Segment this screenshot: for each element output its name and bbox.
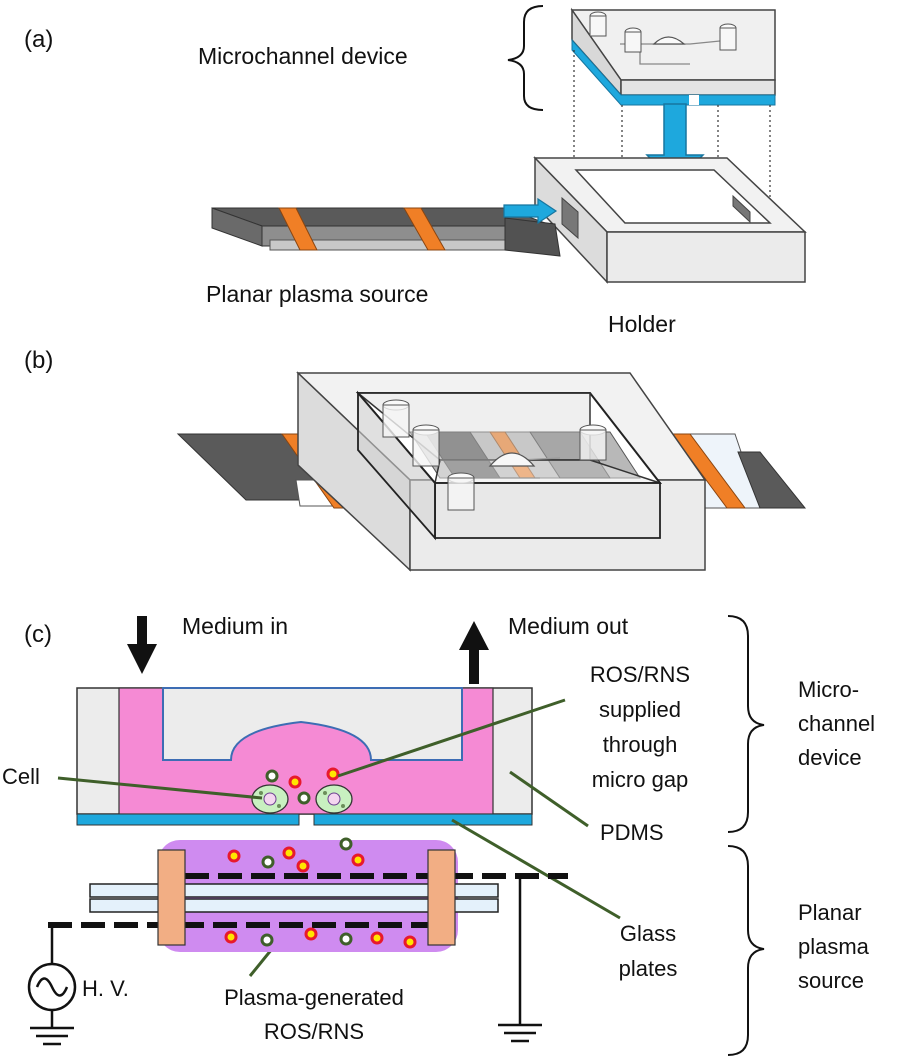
planar-label-line3: source [798, 968, 864, 993]
microchannel-device-label: Microchannel device [198, 43, 408, 69]
hv-source [27, 925, 77, 1046]
plasma-generated-label-line1: Plasma-generated [224, 985, 404, 1010]
ros-rns-particles-channel [265, 767, 340, 805]
plasma-generated-label-line2: ROS/RNS [264, 1019, 364, 1044]
micro-brace [727, 615, 765, 833]
ros-rns-supplied-line4: micro gap [592, 767, 689, 792]
assembled-device-3d [176, 371, 807, 572]
planar-plasma-source-label: Planar plasma source [206, 281, 428, 307]
leader-lines [57, 698, 621, 977]
planar-plasma-source-3d [211, 207, 561, 257]
medium-out-label: Medium out [508, 613, 629, 639]
medium-out-arrow [459, 621, 489, 684]
ros-rns-supplied-line3: through [603, 732, 678, 757]
pdms-label: PDMS [600, 820, 664, 845]
glass-plates-label-line2: plates [619, 956, 678, 981]
ground-right [498, 876, 542, 1043]
holder-label: Holder [608, 311, 676, 337]
cell-label: Cell [2, 764, 40, 789]
panel-c-label: (c) [24, 621, 52, 648]
ros-rns-supplied-line1: ROS/RNS [590, 662, 690, 687]
holder-3d [533, 156, 807, 284]
ros-rns-particles-plasma [224, 837, 417, 949]
glass-plates-label-line1: Glass [620, 921, 676, 946]
cell-2 [315, 784, 353, 814]
planar-label-line1: Planar [798, 900, 862, 925]
medium-in-arrow [127, 616, 157, 674]
panel-b-label: (b) [24, 347, 53, 374]
microchannel-device-3d [570, 7, 776, 106]
hv-label: H. V. [82, 976, 129, 1001]
ros-rns-supplied-line2: supplied [599, 697, 681, 722]
panel-a-label: (a) [24, 26, 53, 53]
planar-label-line2: plasma [798, 934, 870, 959]
cell-1 [251, 784, 289, 814]
microchannel-brace [507, 5, 544, 111]
micro-label-line2: channel [798, 711, 875, 736]
insertion-arrow [503, 197, 558, 225]
medium-in-label: Medium in [182, 613, 288, 639]
plasma-source-cross-section [48, 840, 568, 952]
planar-brace [727, 845, 765, 1056]
micro-label-line1: Micro- [798, 677, 859, 702]
micro-label-line3: device [798, 745, 862, 770]
